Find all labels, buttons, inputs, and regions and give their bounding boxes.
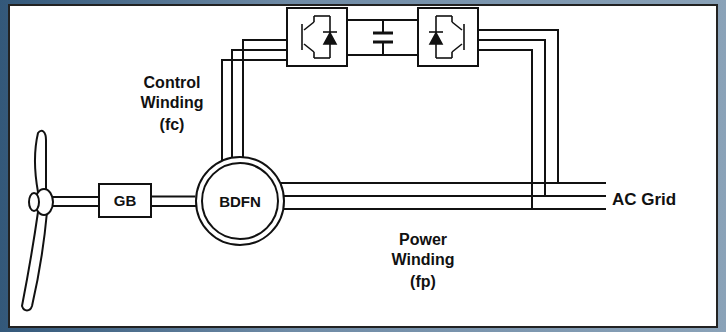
converter-box xyxy=(287,8,347,66)
grid-wires xyxy=(270,30,606,209)
control-winding-wires xyxy=(222,40,287,161)
stator-ring xyxy=(196,157,284,245)
rotor-ring xyxy=(202,163,278,239)
shaft-connector xyxy=(152,196,195,198)
shaft xyxy=(53,205,98,207)
winding-label: Control Winding xyxy=(133,73,211,113)
wire xyxy=(270,208,606,210)
generator-circle: BDFN xyxy=(195,156,285,246)
converter-box xyxy=(418,8,478,66)
dc-link xyxy=(347,20,418,55)
shaft xyxy=(53,196,98,198)
wire xyxy=(270,195,606,197)
igbt-symbol xyxy=(302,16,337,58)
shaft xyxy=(152,205,196,207)
wire xyxy=(243,40,287,157)
winding-label: (fp) xyxy=(383,272,463,292)
diagram-panel xyxy=(8,4,718,328)
wire xyxy=(478,50,532,209)
turbine-blade xyxy=(22,212,47,311)
winding-label: (fc) xyxy=(133,115,211,135)
converter xyxy=(287,8,478,66)
node-text: GB xyxy=(114,192,137,209)
wire xyxy=(478,40,545,196)
wire xyxy=(270,182,606,184)
igbt-symbol xyxy=(429,16,464,58)
winding-label: Power Winding xyxy=(383,230,463,270)
grid-label: AC Grid xyxy=(612,190,676,210)
turbine-blade xyxy=(35,131,46,192)
node-text: BDFN xyxy=(219,193,261,210)
gearbox-box: GB xyxy=(98,183,152,218)
wire xyxy=(232,50,287,158)
turbine-nose xyxy=(29,193,39,211)
wind-turbine xyxy=(22,131,98,311)
